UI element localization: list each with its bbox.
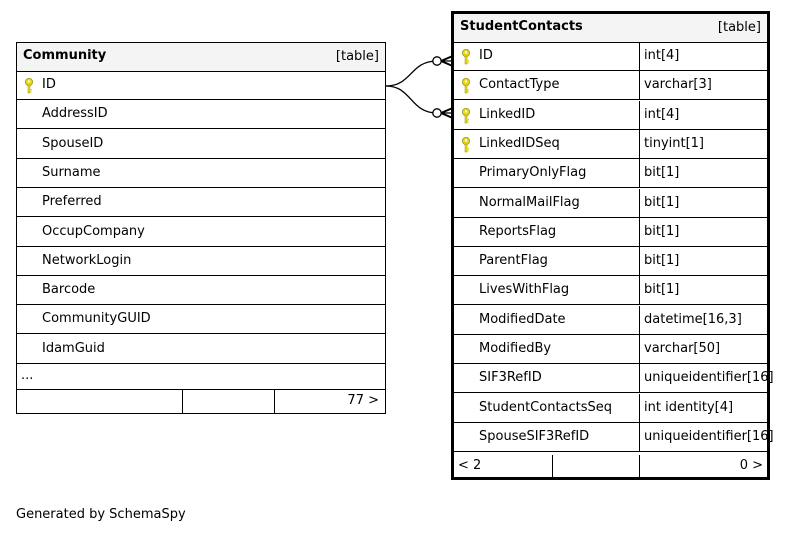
optional-marker-linkedid (432, 108, 442, 118)
primary-key-icon (462, 49, 470, 65)
column-row[interactable]: ID int[4] (454, 42, 767, 71)
column-name: LivesWithFlag (479, 282, 570, 298)
column-row[interactable]: ReportsFlag bit[1] (454, 217, 767, 247)
primary-key-icon (462, 136, 470, 153)
column-row[interactable]: LinkedIDSeq tinyint[1] (454, 129, 767, 159)
optional-marker-id (432, 56, 442, 66)
primary-key-icon (462, 107, 470, 123)
more-columns-ellipsis: ... (21, 368, 34, 383)
column-row[interactable]: LivesWithFlag bit[1] (454, 276, 767, 306)
table-footer: < 2 0 > (454, 455, 767, 479)
column-name: SIF3RefID (479, 370, 542, 386)
relationship-line-linkedid (385, 85, 455, 114)
column-type: bit[1] (644, 194, 680, 210)
column-row[interactable]: Barcode (17, 276, 385, 306)
primary-key-icon (462, 78, 470, 94)
column-row[interactable]: IdamGuid (17, 335, 385, 364)
column-name: ModifiedBy (479, 341, 552, 356)
column-name: IdamGuid (42, 340, 105, 356)
table-header: StudentContacts [table] (454, 14, 767, 43)
column-row[interactable]: SIF3RefID uniqueidentifier[16] (454, 364, 774, 394)
column-row[interactable]: ModifiedDate datetime[16,3] (454, 305, 767, 335)
column-row[interactable]: LinkedID int[4] (454, 100, 767, 130)
primary-key-icon (25, 78, 33, 94)
column-type: varchar[50] (644, 341, 721, 356)
column-name: NormalMailFlag (479, 194, 580, 210)
community-table[interactable]: Community [table] ID AddressID SpouseID Sur… (16, 42, 386, 414)
column-type: varchar[3] (644, 77, 712, 93)
column-row[interactable]: NormalMailFlag bit[1] (454, 188, 767, 218)
column-name: Surname (42, 164, 101, 180)
column-row[interactable]: SpouseID (17, 130, 385, 159)
column-type: int[4] (644, 106, 680, 122)
column-name: AddressID (42, 106, 108, 122)
column-name: StudentContactsSeq (479, 399, 613, 415)
column-name: LinkedIDSeq (479, 135, 560, 151)
column-type: int[4] (644, 48, 680, 63)
relationship-line-id (385, 60, 455, 87)
column-name: ID (479, 48, 493, 63)
column-name: ReportsFlag (479, 223, 557, 239)
column-type: bit[1] (644, 223, 680, 239)
column-name: Barcode (42, 282, 96, 298)
table-kind: [table] (335, 49, 379, 64)
column-name: SpouseSIF3RefID (479, 428, 590, 444)
table-name: Community (23, 48, 107, 63)
table-name: StudentContacts (460, 19, 583, 34)
column-name: ContactType (479, 77, 560, 93)
column-name: ModifiedDate (479, 311, 566, 327)
column-row[interactable]: Surname (17, 159, 385, 188)
column-name: ID (42, 77, 56, 92)
column-row[interactable]: CommunityGUID (17, 305, 385, 335)
parents-count[interactable]: < 2 (458, 458, 482, 473)
more-columns[interactable]: ... (17, 365, 385, 390)
column-type: uniqueidentifier[16] (644, 428, 774, 444)
table-kind: [table] (717, 20, 761, 35)
column-row[interactable]: PrimaryOnlyFlag bit[1] (454, 159, 767, 189)
column-row[interactable]: ModifiedBy varchar[50] (454, 335, 767, 364)
column-row[interactable]: NetworkLogin (17, 247, 385, 276)
generated-by-note: Generated by SchemaSpy (16, 507, 186, 522)
table-footer: 77 > (17, 390, 385, 414)
column-row[interactable]: AddressID (17, 100, 385, 130)
column-type: bit[1] (644, 282, 680, 298)
column-name: PrimaryOnlyFlag (479, 165, 587, 181)
children-count[interactable]: 0 > (739, 458, 763, 473)
column-row[interactable]: ID (17, 71, 385, 100)
column-name: CommunityGUID (42, 311, 151, 327)
column-name: OccupCompany (42, 223, 145, 239)
column-name: SpouseID (42, 135, 104, 151)
column-type: bit[1] (644, 165, 680, 181)
column-row[interactable]: SpouseSIF3RefID uniqueidentifier[16] (454, 422, 774, 452)
column-type: bit[1] (644, 253, 680, 269)
column-type: int identity[4] (644, 399, 734, 415)
column-type: uniqueidentifier[16] (644, 370, 774, 386)
column-name: Preferred (42, 194, 102, 210)
column-type: tinyint[1] (644, 135, 705, 151)
column-row[interactable]: ContactType varchar[3] (454, 71, 767, 101)
children-count[interactable]: 77 > (347, 393, 379, 408)
column-row[interactable]: ParentFlag bit[1] (454, 247, 767, 277)
studentcontacts-table[interactable]: StudentContacts [table] ID int[4] ContactT… (451, 11, 774, 480)
column-name: NetworkLogin (42, 252, 132, 268)
column-name: LinkedID (479, 106, 536, 122)
column-row[interactable]: Preferred (17, 188, 385, 218)
column-type: datetime[16,3] (644, 311, 742, 327)
column-row[interactable]: OccupCompany (17, 218, 385, 247)
column-name: ParentFlag (479, 253, 548, 269)
table-header: Community [table] (17, 43, 385, 72)
column-row[interactable]: StudentContactsSeq int identity[4] (454, 393, 767, 423)
